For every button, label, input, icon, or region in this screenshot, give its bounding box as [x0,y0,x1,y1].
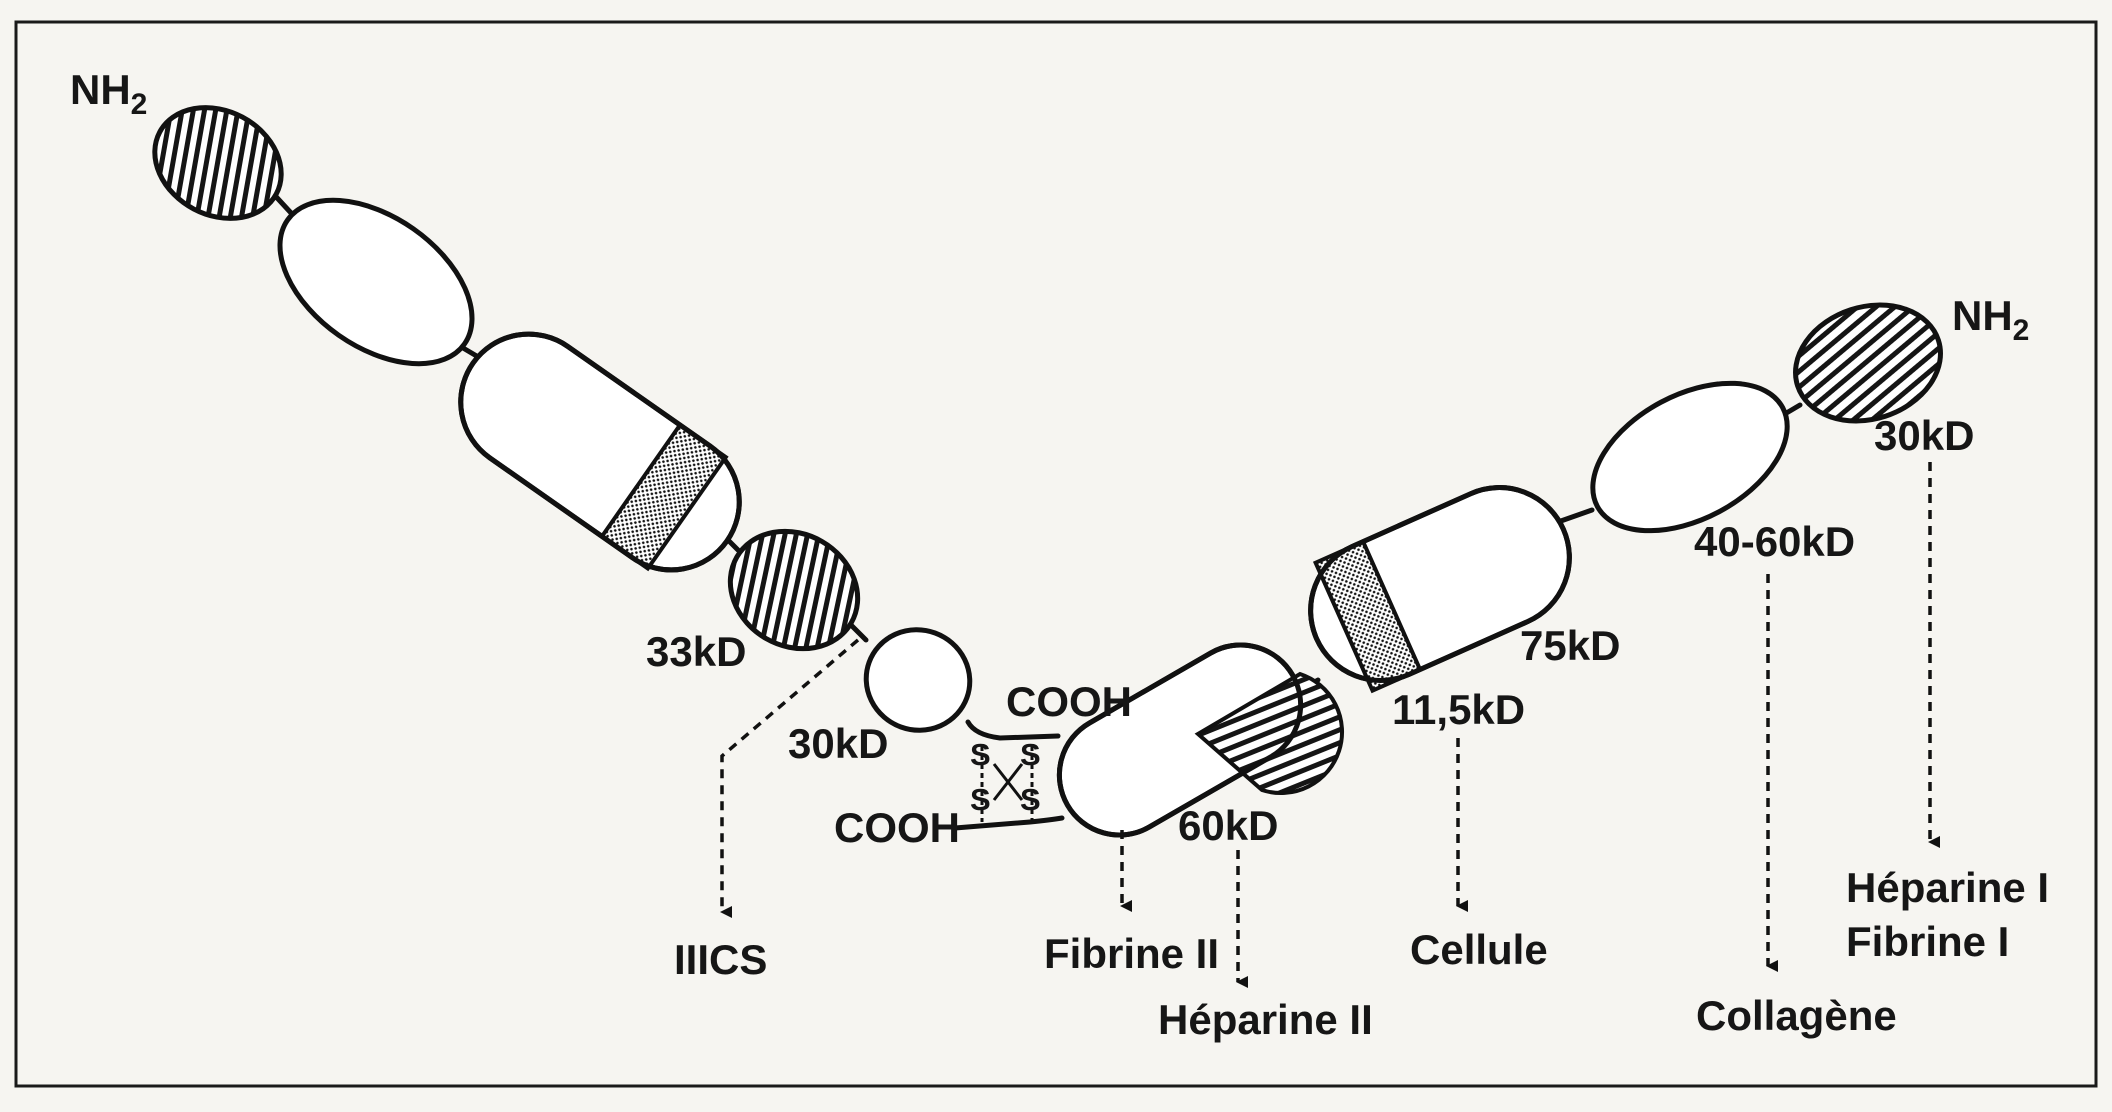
binding-collagene: Collagène [1696,992,1897,1039]
binding-heparine-i: Héparine I [1846,864,2049,911]
fragment-60kd: 60kD [1178,802,1278,849]
right-chain [1056,302,1943,838]
fragment-11-5kd: 11,5kD [1392,686,1525,733]
binding-heparine-ii: Héparine II [1158,996,1373,1043]
binding-iiics: IIICS [674,936,767,983]
fragment-30kd-right: 30kD [1874,412,1974,459]
arrow-to-iiics [720,638,860,918]
fragment-33kd: 33kD [646,628,746,675]
n-terminal-domain-left [152,105,284,221]
binding-fibrine-i: Fibrine I [1846,918,2009,965]
nh2-right-label: NH2 [1952,292,2029,347]
c-terminal-tail-lower [952,815,1065,831]
left-chain [152,105,1061,741]
fragment-40-60kd: 40-60kD [1694,518,1855,565]
nh2-left-label: NH2 [70,66,147,121]
linker [1555,507,1595,525]
cell-binding-capsule-right [1308,485,1572,694]
fibrin-heparin-capsule [1056,642,1345,838]
binding-cellule: Cellule [1410,926,1548,973]
domain-small-white [863,627,973,733]
sulfur-label: S [1020,782,1041,817]
collagen-binding-domain [1590,380,1790,534]
figure-frame [14,20,2098,1088]
fragment-75kd: 75kD [1520,622,1620,669]
heparin-binding-domain-left [727,528,861,652]
sulfur-label: S [1020,737,1041,772]
c-terminal-tail-upper [965,719,1061,741]
disulfide-bridge: S S S S [952,737,1065,831]
sulfur-label: S [970,737,991,772]
sulfur-label: S [970,782,991,817]
fragment-30kd-left: 30kD [788,720,888,767]
domain-white [277,197,475,367]
n-terminal-domain-right [1793,302,1943,424]
cell-binding-capsule-left [458,331,742,573]
cooh-upper-label: COOH [1006,678,1132,725]
binding-fibrine-ii: Fibrine II [1044,930,1219,977]
cooh-lower-label: COOH [834,804,960,851]
